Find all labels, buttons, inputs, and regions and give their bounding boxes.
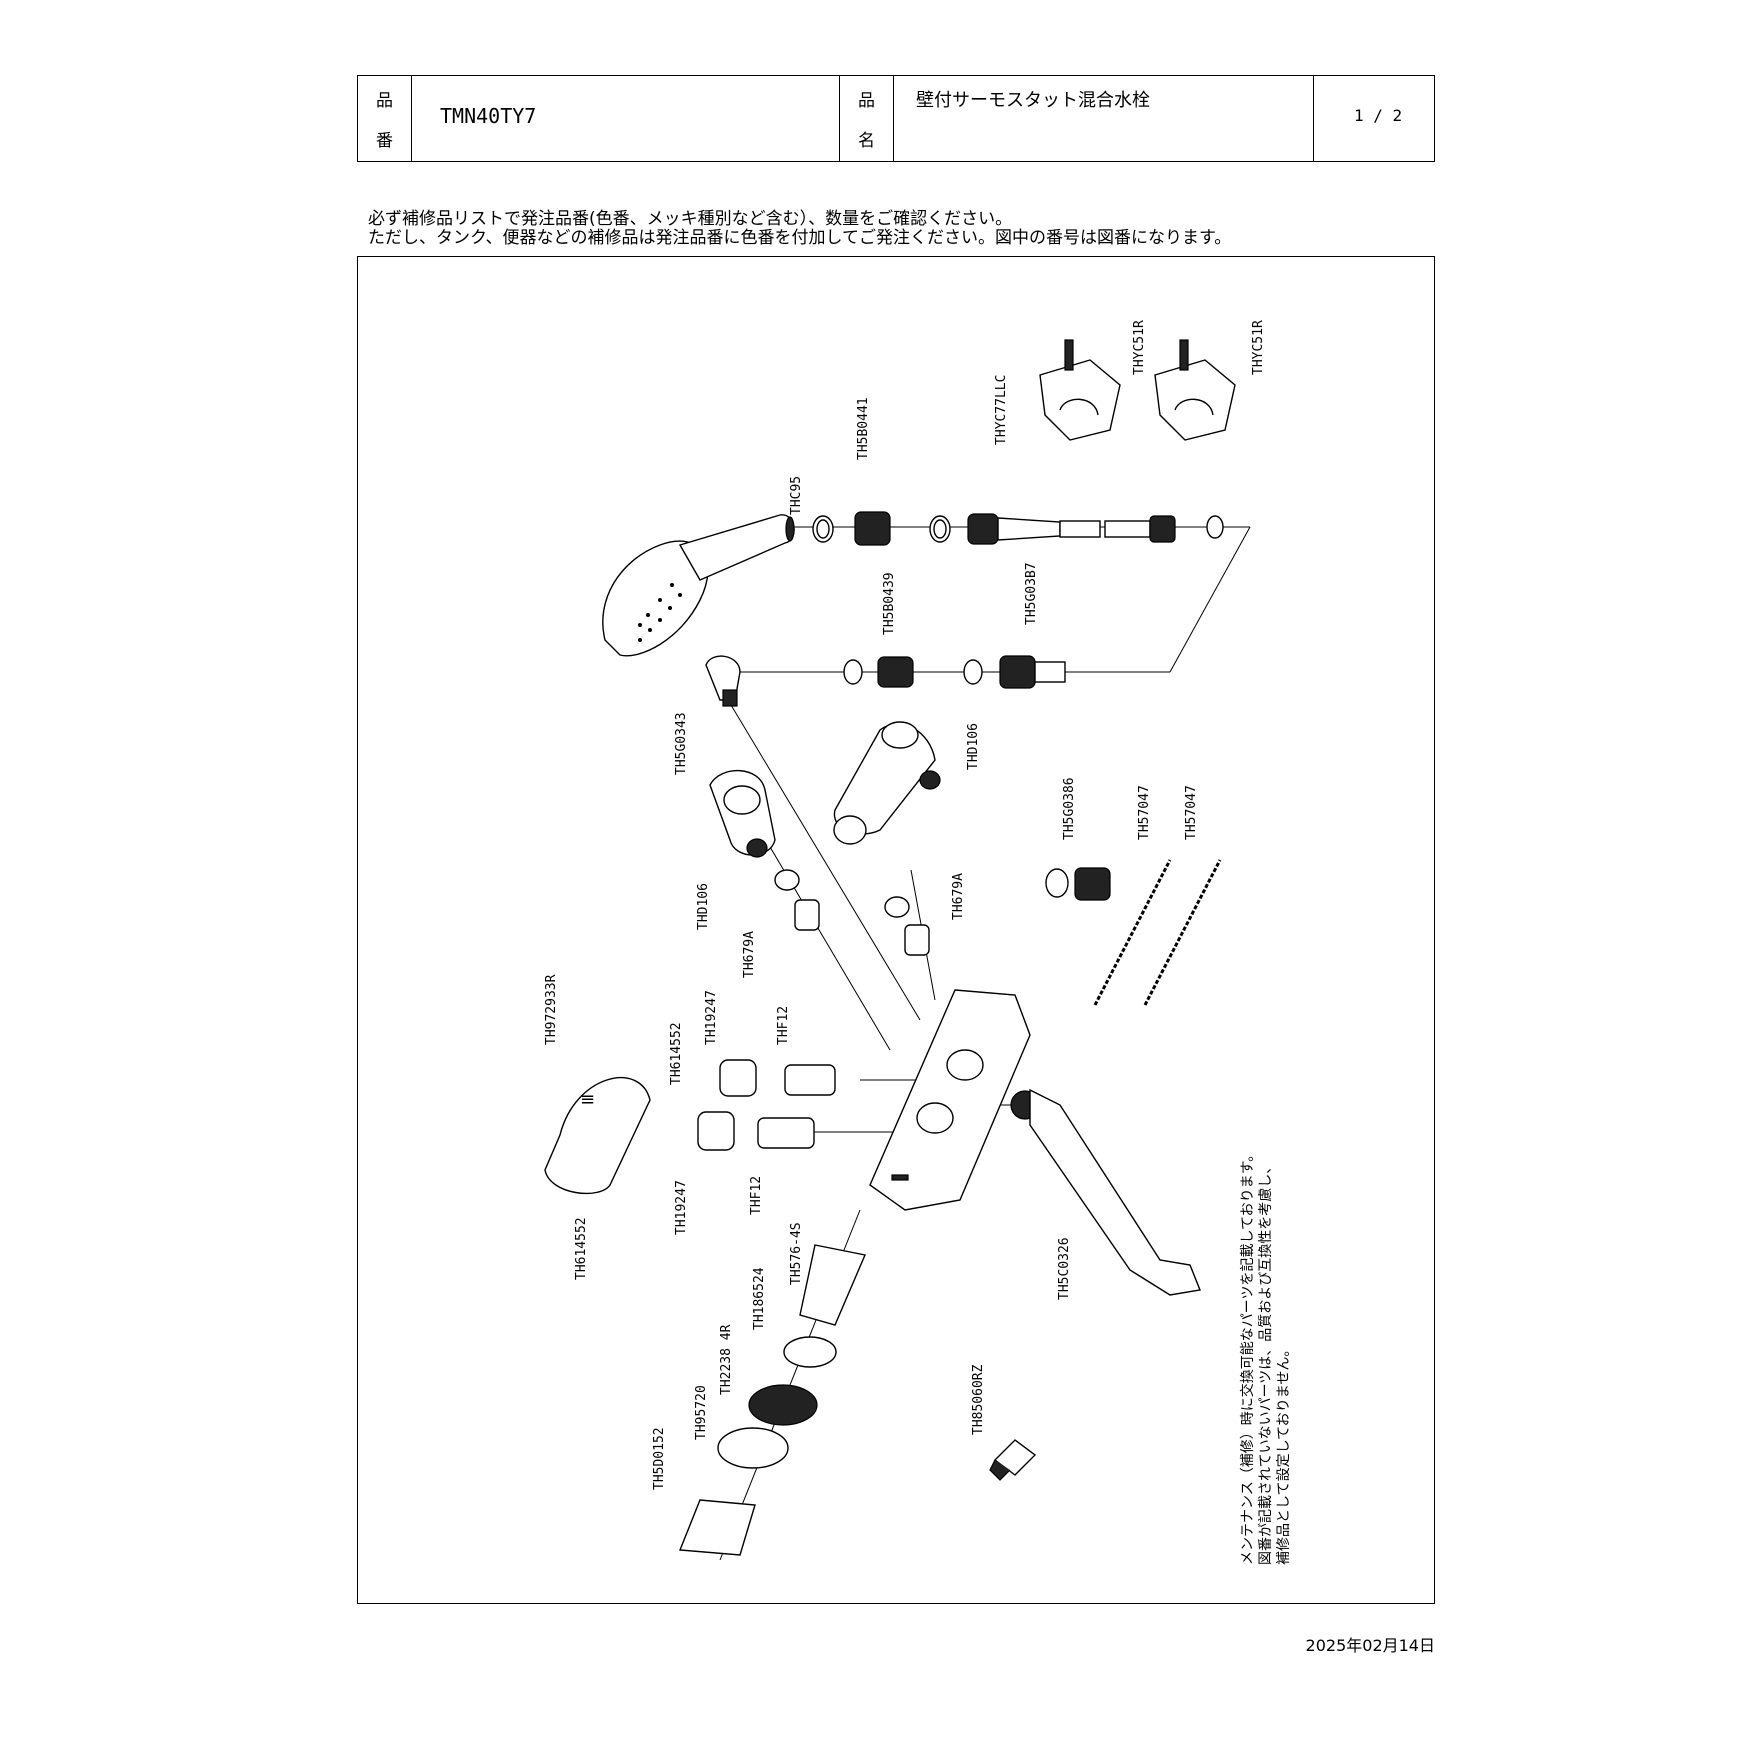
issue-date: 2025年02月14日 [1305,1636,1435,1655]
part-number: TMN40TY7 [440,104,537,128]
part-label-thd106-b: THD106 [966,723,981,770]
product-name-label-1: 品 [858,91,875,111]
part-number-label-cell: 品 番 [358,76,412,161]
elbow-fitting-a [709,769,776,858]
shower-head-icon [602,514,795,657]
part-label-th5g0343: TH5G0343 [674,712,689,775]
part-number-label-1: 品 [376,91,393,111]
svg-text:≡: ≡ [580,1089,595,1110]
part-label-th5b0439: TH5B0439 [882,572,897,635]
maintenance-note-3: 補修品として設定しておりません。 [1276,1343,1292,1565]
product-name: 壁付サーモスタット混合水栓 [916,90,1150,111]
part-label-th57047-b: TH57047 [1184,785,1199,840]
part-label-th5b0441: TH5B0441 [856,397,871,460]
maintenance-note: メンテナンス（補修）時に交換可能なパーツを記載しております。 図番が記載されてい… [1239,1148,1292,1565]
part-label-th2238-4r: TH2238 4R [719,1324,734,1395]
part-label-thf12-b: THF12 [749,1176,764,1215]
holder-icon-b [1154,339,1236,441]
part-label-thc95: THC95 [789,476,804,515]
part-label-th5c0326: TH5C0326 [1057,1237,1072,1300]
part-label-th614552-a: TH614552 [669,1022,684,1085]
gasket-parts [774,869,930,956]
order-note-1: 必ず補修品リストで発注品番(色番、メッキ種別など含む）、数量をご確認ください。 [368,209,1013,229]
handle-lever [1010,1088,1201,1296]
product-name-label-2: 名 [858,131,875,151]
elbow-fitting-b [833,721,941,845]
order-note-2: ただし、タンク、便器などの補修品は発注品番に色番を付加してご発注ください。図中の… [368,228,1232,248]
part-label-th679a-b: TH679A [951,873,966,920]
part-label-th972933r: TH972933R [544,974,559,1045]
maintenance-note-2: 図番が記載されていないパーツは、品質および互換性を考慮し、 [1257,1160,1274,1565]
holder-icon-a [1039,339,1121,441]
part-label-thyc51r-b: THYC51R [1251,320,1266,375]
part-label-thd106-a: THD106 [696,883,711,930]
maintenance-note-1: メンテナンス（補修）時に交換可能なパーツを記載しております。 [1239,1148,1256,1565]
part-label-th5d0152: TH5D0152 [652,1427,667,1490]
key-icon [989,1439,1037,1481]
page-cell: 1 / 2 [1314,76,1434,161]
chain-icon-b [1143,859,1222,1006]
part-label-th19247-b: TH19247 [674,1180,689,1235]
part-label-th5g0386: TH5G0386 [1062,777,1077,840]
part-label-th95720: TH95720 [694,1385,709,1440]
order-notes: 必ず補修品リストで発注品番(色番、メッキ種別など含む）、数量をご確認ください。 … [368,210,1231,248]
product-name-label-cell: 品 名 [840,76,894,161]
handle-cover: ≡ [544,1077,651,1195]
page-number: 1 / 2 [1354,106,1403,125]
diagram-frame [357,256,1435,1604]
hose-parts [812,511,1224,546]
elbow-row-parts [705,655,1066,707]
part-label-th85060rz: TH85060RZ [971,1364,986,1435]
part-number-label-2: 番 [376,131,393,151]
part-label-th19247-a: TH19247 [704,990,719,1045]
product-name-cell: 壁付サーモスタット混合水栓 [894,76,1314,161]
part-label-th57047-a: TH57047 [1137,785,1152,840]
chain-icon-a [1093,859,1172,1006]
cartridge-parts [678,1059,866,1556]
part-label-thyc51r-a: THYC51R [1132,320,1147,375]
mixer-body [869,989,1031,1211]
part-labels: THC95 TH5B0441 THYC77LLC THYC51R THYC51R… [544,320,1266,1490]
title-block: 品 番 TMN40TY7 品 名 壁付サーモスタット混合水栓 1 / 2 [357,75,1435,162]
part-label-th576-4s: TH576-4S [789,1222,804,1285]
part-label-thyc77llc: THYC77LLC [994,375,1009,445]
part-label-th614552-b: TH614552 [574,1217,589,1280]
connector-parts [1045,867,1111,901]
part-label-th186524: TH186524 [752,1267,767,1330]
part-number-cell: TMN40TY7 [412,76,840,161]
part-label-thf12-a: THF12 [776,1006,791,1045]
part-label-th5g03b7: TH5G03B7 [1024,562,1039,625]
part-label-th679a-a: TH679A [742,931,757,978]
